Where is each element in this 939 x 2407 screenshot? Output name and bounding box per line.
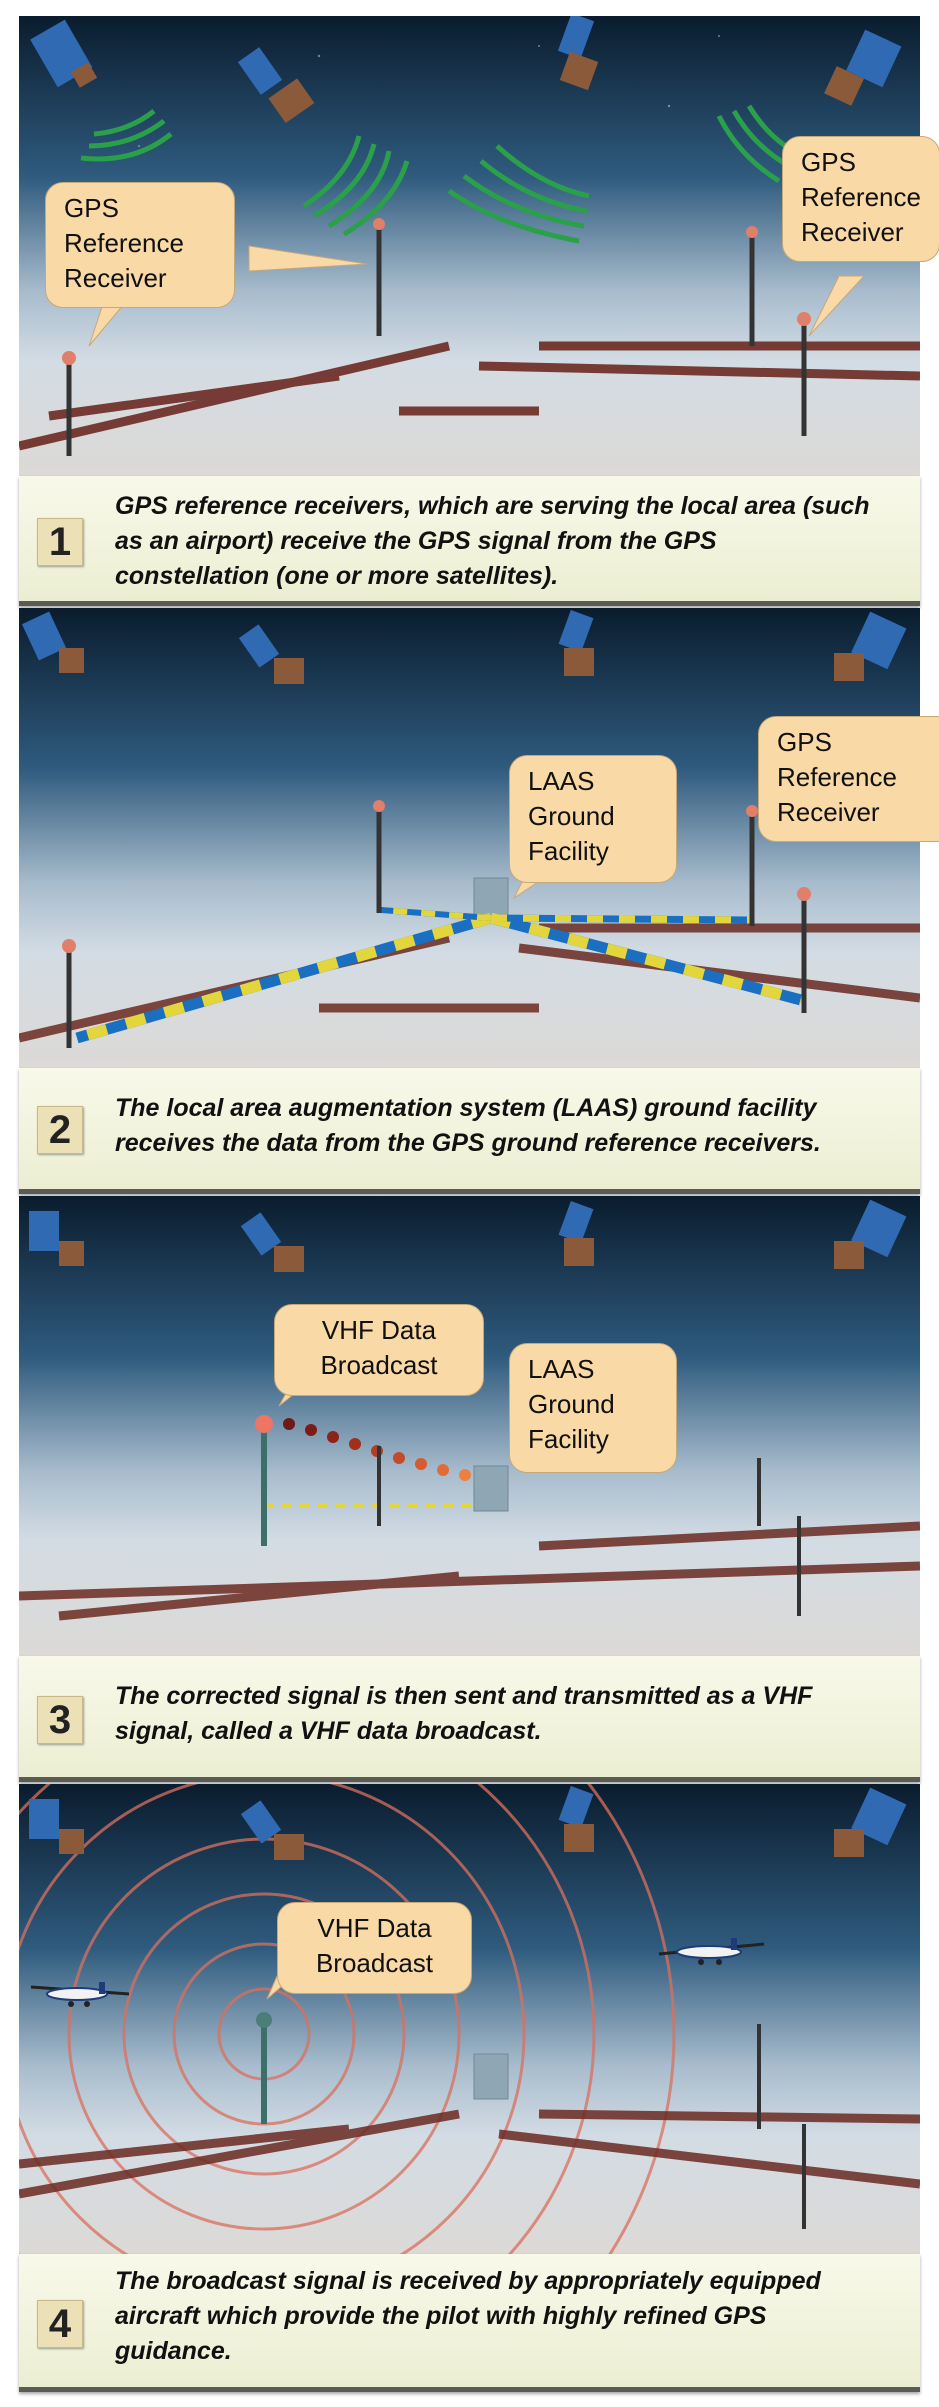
vhf-antenna (255, 1415, 273, 1546)
caption-step-2: 2 The local area augmentation system (LA… (19, 1068, 920, 1194)
caption-step-3: 3 The corrected signal is then sent and … (19, 1656, 920, 1782)
callout-label: LAAS Ground Facility (528, 766, 615, 866)
callout-label: VHF Data Broadcast (320, 1315, 438, 1380)
satellite-icon (834, 1199, 907, 1269)
reference-receiver-antenna (757, 2024, 806, 2229)
callout-label: GPS Reference Receiver (64, 193, 184, 293)
gps-signal-arcs (80, 104, 796, 244)
callout-label: GPS Reference Receiver (801, 147, 921, 247)
satellite-icon (824, 29, 902, 106)
caption-step-4: 4 The broadcast signal is received by ap… (19, 2254, 920, 2392)
satellite-icon (557, 16, 599, 91)
caption-step-1: 1 GPS reference receivers, which are ser… (19, 476, 920, 606)
laas-ground-facility (473, 877, 509, 919)
step-number: 4 (37, 2300, 83, 2348)
callout-laas-ground-facility: LAAS Ground Facility (509, 755, 677, 883)
satellite-icon (238, 624, 304, 684)
satellite-icon (21, 611, 84, 673)
satellite-icon (240, 1212, 304, 1272)
data-link-lines (75, 907, 803, 1044)
aircraft-icon (658, 1938, 765, 1965)
callout-gps-reference-receiver-right: GPS Reference Receiver (782, 136, 939, 262)
runway (19, 341, 920, 451)
satellite-icon (834, 611, 907, 681)
laas-ground-facility (473, 1465, 509, 1512)
scene-step-3 (19, 1196, 920, 1656)
aircraft-icon (30, 1982, 130, 2007)
runway (19, 2109, 920, 2199)
satellite-icon (29, 1211, 84, 1266)
vhf-broadcast-dots (283, 1418, 471, 1481)
satellite-icon (237, 47, 315, 124)
satellite-icon (558, 1200, 594, 1266)
step-number: 1 (37, 518, 83, 566)
satellite-icon (558, 609, 594, 676)
callout-label: LAAS Ground Facility (528, 1354, 615, 1454)
caption-text: GPS reference receivers, which are servi… (115, 492, 870, 590)
satellite-icon (240, 1800, 304, 1860)
caption-text: The local area augmentation system (LAAS… (115, 1094, 821, 1157)
satellite-icon (834, 1787, 907, 1857)
scene-step-4 (19, 1784, 920, 2254)
callout-label: VHF Data Broadcast (315, 1913, 434, 1978)
callout-vhf-data-broadcast: VHF Data Broadcast (274, 1304, 484, 1396)
step-number: 2 (37, 1106, 83, 1154)
vhf-antenna (256, 2012, 272, 2124)
satellite-icon (558, 1785, 594, 1852)
reference-receiver-antenna (62, 218, 811, 456)
caption-text: The broadcast signal is received by appr… (115, 2267, 821, 2365)
callout-laas-ground-facility: LAAS Ground Facility (509, 1343, 677, 1473)
reference-receiver-antenna (62, 800, 811, 1048)
callout-gps-reference-receiver-left: GPS Reference Receiver (45, 182, 235, 308)
callout-label: GPS Reference Receiver (777, 727, 897, 827)
satellite-icon (30, 19, 98, 88)
laas-ground-facility (473, 2053, 509, 2100)
step-number: 3 (37, 1696, 83, 1744)
reference-receiver-antenna (377, 1446, 801, 1616)
caption-text: The corrected signal is then sent and tr… (115, 1682, 813, 1745)
callout-gps-reference-receiver: GPS Reference Receiver (758, 716, 939, 842)
callout-vhf-data-broadcast: VHF Data Broadcast (277, 1902, 472, 1994)
satellite-icon (29, 1799, 84, 1854)
runway (19, 1521, 920, 1621)
